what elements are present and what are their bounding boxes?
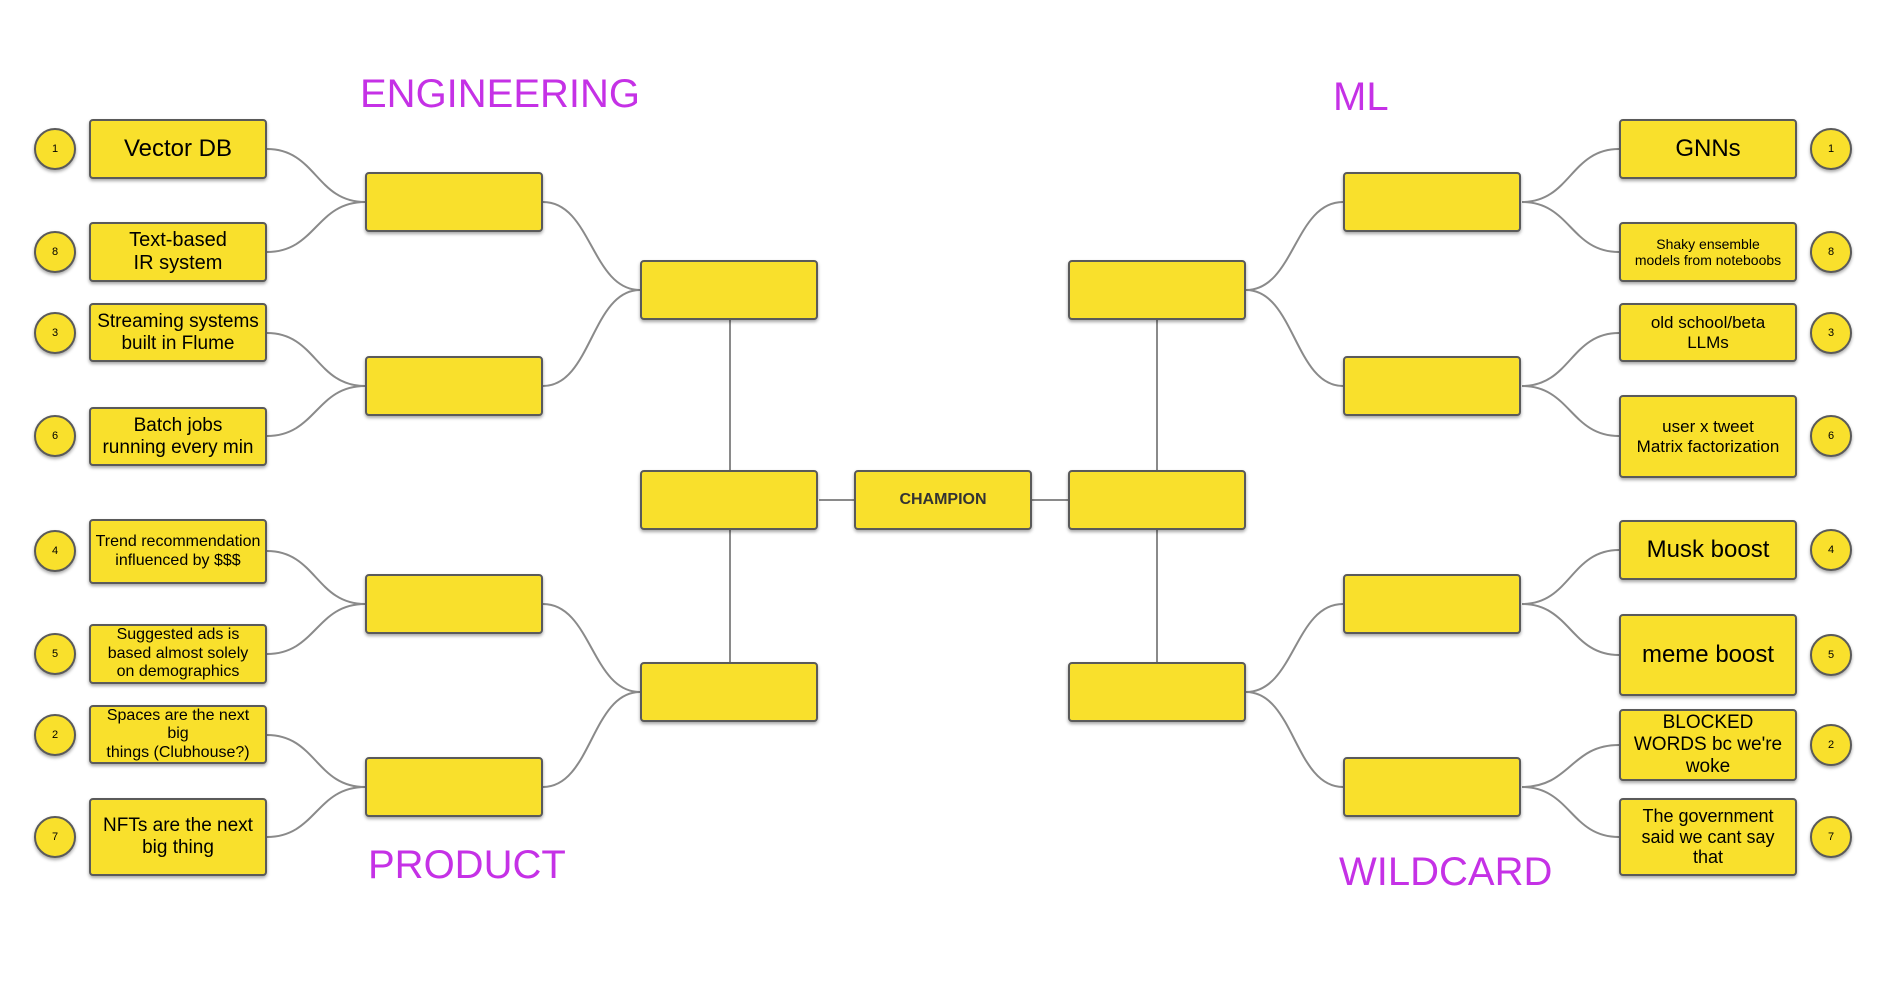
right-round1-connector xyxy=(1521,148,1620,203)
right-entry-box: meme boost xyxy=(1619,614,1797,696)
region-title-product: PRODUCT xyxy=(368,843,566,887)
right-round1-connector xyxy=(1521,744,1620,788)
left-round2-connector xyxy=(542,289,641,387)
right-round2-slot xyxy=(1343,757,1521,817)
left-round2-slot xyxy=(365,356,543,416)
right-round2-connector xyxy=(1245,603,1344,693)
right-round1-connector xyxy=(1521,201,1620,253)
left-round1-connector xyxy=(266,332,366,387)
right-round2-connector xyxy=(1245,289,1344,387)
right-round3-slot xyxy=(1068,662,1246,722)
right-seed-badge: 7 xyxy=(1810,816,1852,858)
right-round2-slot xyxy=(1343,356,1521,416)
right-seed-badge: 3 xyxy=(1810,312,1852,354)
region-title-ml: ML xyxy=(1333,75,1389,119)
right-round1-connector xyxy=(1521,332,1620,387)
left-seed-badge: 4 xyxy=(34,530,76,572)
left-seed-badge: 5 xyxy=(34,633,76,675)
right-round3-slot xyxy=(1068,260,1246,320)
left-round1-connector xyxy=(266,201,366,253)
right-seed-badge: 2 xyxy=(1810,724,1852,766)
left-round2-slot xyxy=(365,574,543,634)
left-round1-connector xyxy=(266,148,366,203)
left-round1-connector xyxy=(266,603,366,655)
left-seed-badge: 3 xyxy=(34,312,76,354)
left-entry-box: Vector DB xyxy=(89,119,267,179)
left-seed-badge: 1 xyxy=(34,128,76,170)
left-round1-connector xyxy=(266,550,366,605)
right-round1-connector xyxy=(1521,603,1620,656)
right-entry-box: Musk boost xyxy=(1619,520,1797,580)
right-seed-badge: 6 xyxy=(1810,415,1852,457)
left-round3-slot xyxy=(640,662,818,722)
right-round1-connector xyxy=(1521,549,1620,605)
left-seed-badge: 8 xyxy=(34,231,76,273)
champion-box: CHAMPION xyxy=(854,470,1032,530)
right-entry-box: GNNs xyxy=(1619,119,1797,179)
right-round2-slot xyxy=(1343,574,1521,634)
left-round2-connector xyxy=(542,691,641,788)
left-round3-slot xyxy=(640,260,818,320)
left-seed-badge: 7 xyxy=(34,816,76,858)
right-seed-badge: 4 xyxy=(1810,529,1852,571)
right-seed-badge: 1 xyxy=(1810,128,1852,170)
right-round1-connector xyxy=(1521,786,1620,838)
left-round1-connector xyxy=(266,734,366,788)
left-seed-badge: 6 xyxy=(34,415,76,457)
right-round2-connector xyxy=(1245,691,1344,788)
left-round1-connector xyxy=(266,786,366,838)
left-round2-slot xyxy=(365,757,543,817)
left-round2-connector xyxy=(542,603,641,693)
region-title-engineering: ENGINEERING xyxy=(360,72,641,116)
left-final-slot xyxy=(640,470,818,530)
right-seed-badge: 8 xyxy=(1810,231,1852,273)
right-round2-slot xyxy=(1343,172,1521,232)
region-title-wildcard: WILDCARD xyxy=(1339,850,1553,894)
left-round2-connector xyxy=(542,201,641,291)
right-seed-badge: 5 xyxy=(1810,634,1852,676)
right-final-slot xyxy=(1068,470,1246,530)
left-round2-slot xyxy=(365,172,543,232)
left-round1-connector xyxy=(266,385,366,437)
right-round2-connector xyxy=(1245,201,1344,291)
right-round1-connector xyxy=(1521,385,1620,437)
left-seed-badge: 2 xyxy=(34,714,76,756)
